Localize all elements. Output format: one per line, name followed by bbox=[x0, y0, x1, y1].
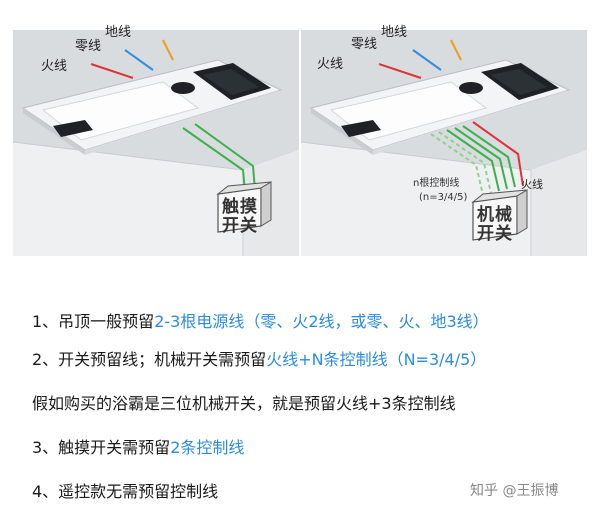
switch-live-wire-label: 火线 bbox=[521, 178, 543, 191]
touch-switch-illustration bbox=[13, 30, 299, 256]
touch-switch-label: 触摸开关 bbox=[222, 197, 258, 236]
mechanical-switch-diagram: 火线 零线 地线 n根控制线 (n=3/4/5) 火线 机械开关 bbox=[301, 26, 587, 256]
control-wire-count-label: n根控制线 bbox=[413, 178, 460, 189]
ground-wire-label: 地线 bbox=[105, 25, 132, 40]
watermark: 知乎 @王振博 bbox=[470, 483, 559, 499]
note-line-4: 3、触摸开关需预留2条控制线 bbox=[32, 438, 245, 457]
ground-wire-label: 地线 bbox=[381, 25, 408, 40]
neutral-wire-label: 零线 bbox=[75, 39, 102, 54]
note-line-3: 假如购买的浴霸是三位机械开关，就是预留火线+3条控制线 bbox=[32, 394, 456, 413]
note-line-5: 4、遥控款无需预留控制线 bbox=[32, 482, 219, 501]
mechanical-switch-illustration bbox=[301, 30, 587, 256]
touch-switch-diagram: 火线 零线 地线 触摸开关 bbox=[13, 26, 299, 256]
neutral-wire-label: 零线 bbox=[351, 37, 378, 52]
live-wire-label: 火线 bbox=[41, 59, 68, 74]
control-wire-count-note: (n=3/4/5) bbox=[419, 192, 468, 203]
mechanical-switch-label: 机械开关 bbox=[477, 205, 513, 244]
note-line-1: 1、吊顶一般预留2-3根电源线（零、火2线，或零、火、地3线） bbox=[32, 312, 489, 331]
note-line-2: 2、开关预留线；机械开关需预留火线+N条控制线（N=3/4/5） bbox=[32, 350, 487, 369]
live-wire-label: 火线 bbox=[317, 57, 344, 72]
